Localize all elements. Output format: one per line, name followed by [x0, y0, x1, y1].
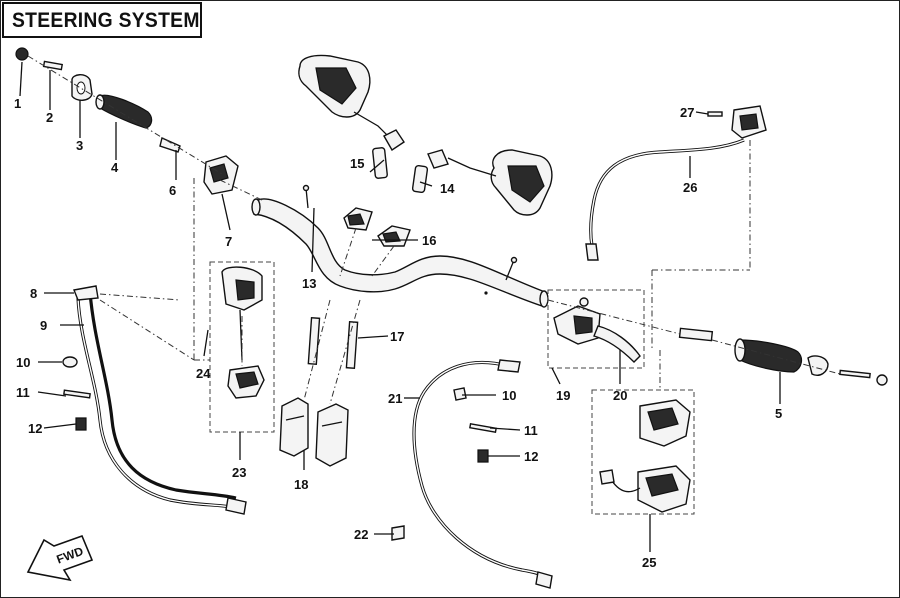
- callout-7: 7: [225, 234, 232, 249]
- callout-5: 5: [775, 406, 782, 421]
- callout-9: 9: [40, 318, 47, 333]
- bar-bolts: [302, 184, 518, 281]
- callout-23: 23: [232, 465, 246, 480]
- callout-18: 18: [294, 477, 308, 492]
- right-switch: [599, 399, 691, 513]
- lever-box: [547, 289, 645, 369]
- callouts: 1 2 3 4 6 7 8 9 10 11 12 13 14 15 16 17 …: [14, 96, 782, 570]
- callout-6: 6: [169, 183, 176, 198]
- kill-switch: [585, 105, 767, 261]
- switch-box: [591, 389, 695, 515]
- mirror-left: [298, 54, 405, 179]
- callout-12a: 12: [28, 421, 42, 436]
- callout-24: 24: [196, 366, 211, 381]
- callout-15: 15: [350, 156, 364, 171]
- clutch-cable: [391, 359, 553, 589]
- callout-20: 20: [613, 388, 627, 403]
- callout-22: 22: [354, 527, 368, 542]
- clutch-lever: [553, 297, 641, 363]
- callout-4: 4: [111, 160, 119, 175]
- page-title: STEERING SYSTEM: [12, 9, 200, 32]
- fwd-arrow: FWD: [26, 534, 94, 582]
- alignment-lines: [27, 55, 841, 405]
- callout-14: 14: [440, 181, 455, 196]
- brake-cable-left: [62, 285, 247, 515]
- handlebar: [251, 198, 549, 308]
- callout-17: 17: [390, 329, 404, 344]
- callout-19: 19: [556, 388, 570, 403]
- callout-11a: 11: [16, 385, 30, 400]
- lower-clamps: [279, 397, 349, 467]
- callout-27: 27: [680, 105, 694, 120]
- callout-13: 13: [302, 276, 316, 291]
- clamp-bolts: [307, 317, 359, 369]
- callout-12b: 12: [524, 449, 538, 464]
- callout-25: 25: [642, 555, 656, 570]
- leader-lines: [19, 61, 781, 552]
- mirror-right: [411, 149, 553, 216]
- left-grip-parts: [15, 47, 239, 195]
- callout-1: 1: [14, 96, 21, 111]
- throttle-box: [209, 261, 275, 433]
- callout-11b: 11: [524, 423, 538, 438]
- callout-21: 21: [388, 391, 402, 406]
- callout-2: 2: [46, 110, 53, 125]
- title-box: STEERING SYSTEM: [2, 2, 202, 38]
- throttle-housing: [221, 266, 265, 399]
- bar-clamp-upper: [343, 207, 411, 247]
- right-grip-parts: [678, 327, 888, 386]
- callout-8: 8: [30, 286, 37, 301]
- callout-3: 3: [76, 138, 83, 153]
- callout-16: 16: [422, 233, 436, 248]
- callout-10a: 10: [16, 355, 30, 370]
- callout-26: 26: [683, 180, 697, 195]
- callout-10b: 10: [502, 388, 516, 403]
